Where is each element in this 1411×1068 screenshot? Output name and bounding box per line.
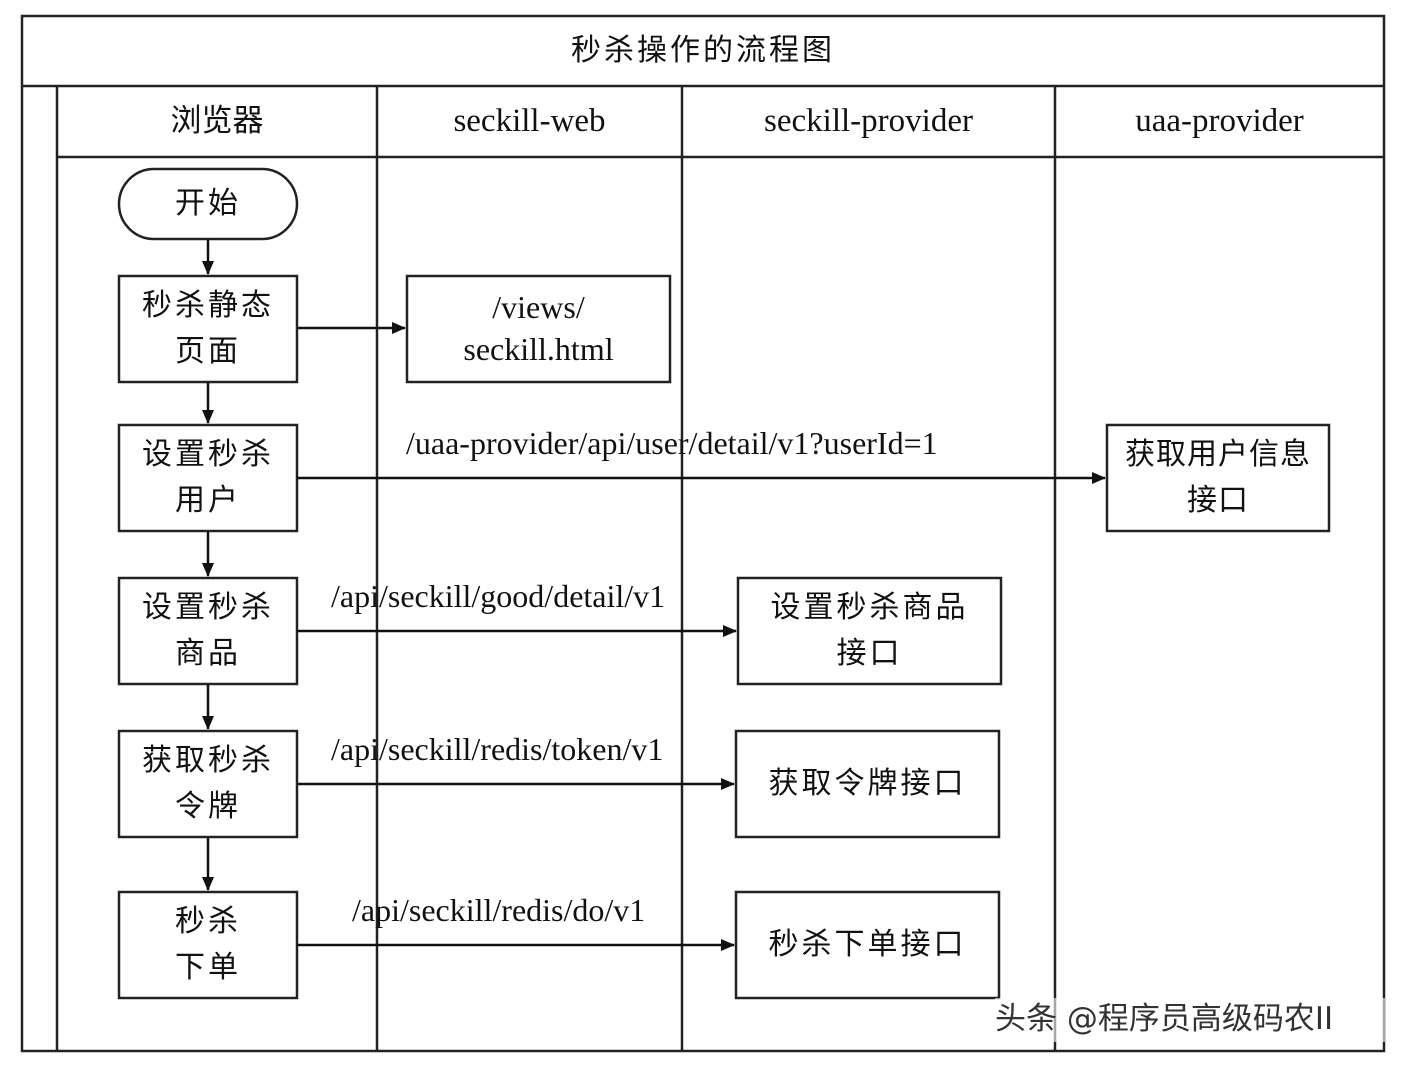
diagram-title: 秒杀操作的流程图	[571, 33, 835, 68]
node-get-token-shape	[117, 729, 299, 839]
lane-header-browser: 浏览器	[170, 102, 264, 139]
lane-header-uaa-provider: uaa-provider	[1135, 103, 1304, 140]
edge-label-good-detail: /api/seckill/good/detail/v1	[331, 577, 666, 614]
outer-border	[20, 14, 1386, 1053]
node-set-goods-shape	[117, 576, 299, 686]
node-get-token-label: 获取秒杀 令牌	[142, 742, 274, 825]
node-token-api-shape	[734, 729, 1001, 839]
node-set-user-shape	[117, 423, 299, 533]
node-order-api-label: 秒杀下单接口	[768, 926, 967, 962]
node-order-shape	[117, 890, 299, 1000]
node-set-goods-label: 设置秒杀 商品	[142, 589, 274, 672]
watermark: 头条 @程序员高级码农II	[995, 998, 1385, 1042]
node-set-user-label: 设置秒杀 用户	[142, 436, 274, 519]
swimlane-frame	[20, 14, 1386, 1053]
node-views-label: /views/ seckill.html	[463, 289, 614, 367]
edge-label-redis-do: /api/seckill/redis/do/v1	[352, 891, 646, 928]
lane-header-seckill-web: seckill-web	[453, 103, 606, 140]
node-order-label: 秒杀 下单	[175, 903, 241, 986]
node-static-page-label: 秒杀静态 页面	[142, 287, 274, 370]
node-goods-api-label: 设置秒杀商品 接口	[770, 589, 969, 672]
node-goods-api-shape	[736, 576, 1003, 686]
node-order-api-shape	[734, 890, 1001, 1000]
node-user-api-shape	[1105, 423, 1331, 533]
node-user-api-label: 获取用户信息 接口	[1125, 436, 1311, 519]
node-views-shape	[405, 274, 672, 384]
edge-label-user-detail: /uaa-provider/api/user/detail/v1?userId=…	[406, 424, 938, 461]
lane-header-seckill-provider: seckill-provider	[764, 103, 973, 140]
edge-label-redis-token: /api/seckill/redis/token/v1	[331, 730, 664, 767]
node-start-label: 开始	[175, 185, 241, 221]
node-token-api-label: 获取令牌接口	[768, 765, 967, 801]
